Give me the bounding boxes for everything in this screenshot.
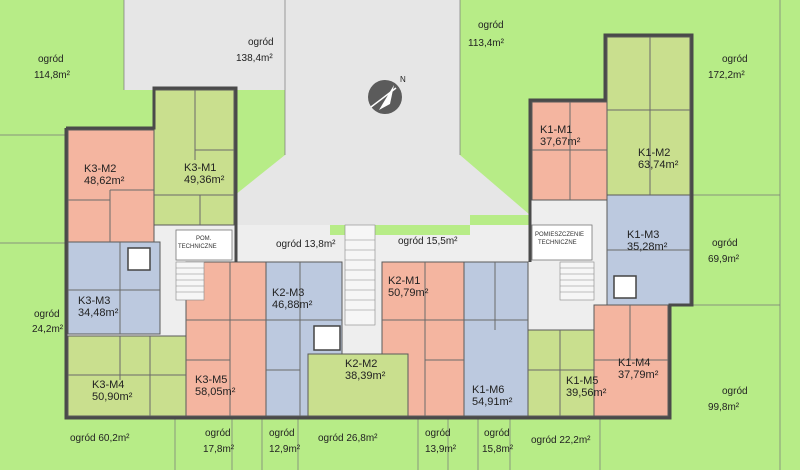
apartment-name-k1-m3: K1-M3 (627, 229, 659, 241)
apartment-name-k2-m2: K2-M2 (345, 358, 377, 370)
garden-label-g1: ogród (38, 54, 64, 65)
apartment-name-k3-m5: K3-M5 (195, 374, 227, 386)
apartment-area-k2-m3: 46,88m² (272, 299, 313, 311)
stairs-k2 (344, 224, 376, 326)
compass-north-label: N (400, 75, 406, 84)
garden-area-g2: 138,4m² (236, 53, 273, 64)
technical-room-k1 (531, 224, 593, 261)
apartment-k3-m2[interactable] (67, 129, 155, 243)
technical-room-label1-t2: POMIESZCZENIE (535, 232, 584, 238)
garden-bottom-area-gb3: 13,9m² (425, 444, 457, 455)
apartment-area-k3-m2: 48,62m² (84, 175, 125, 187)
apartment-name-k3-m1: K3-M1 (184, 162, 216, 174)
apartment-k3-m1[interactable] (153, 89, 235, 226)
elevators (127, 247, 637, 351)
garden-inline-gi3: ogród 60,2m² (70, 433, 130, 444)
building (64, 33, 694, 420)
garden-bottom-label-gb1: ogród (205, 428, 231, 439)
technical-room-label1-t1: POM. (196, 236, 212, 242)
apartment-k1-m6[interactable] (463, 261, 529, 417)
garden-bottom-label-gb2: ogród (269, 428, 295, 439)
garden-label-g4: ogród (722, 54, 748, 65)
garden-inline-gi4: ogród 26,8m² (318, 433, 378, 444)
garden-dividers (0, 0, 781, 470)
courtyard (124, 0, 530, 225)
garden-bottom-area-gb2: 12,9m² (269, 444, 301, 455)
garden-label-g5: ogród (712, 238, 738, 249)
apartment-name-k1-m6: K1-M6 (472, 384, 504, 396)
garden-bottom-label-gb4: ogród (484, 428, 510, 439)
apartment-name-k1-m1: K1-M1 (540, 124, 572, 136)
garden-area-g7: 99,8m² (708, 402, 740, 413)
apartment-name-k3-m4: K3-M4 (92, 379, 124, 391)
garden-bottom-label-gb3: ogród (425, 428, 451, 439)
garden-area-g4: 172,2m² (708, 70, 745, 81)
apartment-area-k1-m5: 39,56m² (566, 387, 607, 399)
technical-room-label2-t1: TECHNICZNE (178, 244, 217, 250)
garden-label-g3: ogród (478, 20, 504, 31)
garden-area-g5: 69,9m² (708, 254, 740, 265)
apartment-area-k1-m1: 37,67m² (540, 136, 581, 148)
apartment-area-k2-m1: 50,79m² (388, 287, 429, 299)
apartment-name-k1-m4: K1-M4 (618, 357, 650, 369)
technical-room-k3 (175, 229, 233, 261)
apartment-name-k2-m1: K2-M1 (388, 275, 420, 287)
partitions (68, 37, 690, 416)
stairs-k1 (559, 261, 595, 301)
garden-label-g6: ogród (34, 309, 60, 320)
apartment-k3-m4[interactable] (67, 335, 187, 417)
apartment-name-k1-m2: K1-M2 (638, 147, 670, 159)
apartment-name-k3-m2: K3-M2 (84, 163, 116, 175)
apartment-area-k3-m5: 58,05m² (195, 386, 236, 398)
apartment-k1-m2[interactable] (606, 36, 691, 196)
garden-inline-gi5: ogród 22,2m² (531, 435, 591, 446)
apartment-area-k2-m2: 38,39m² (345, 370, 386, 382)
garden-label-g2: ogród (248, 37, 274, 48)
garden-area-g3: 113,4m² (468, 38, 505, 49)
apartment-k2-m2[interactable] (307, 353, 409, 417)
apartment-name-k1-m5: K1-M5 (566, 375, 598, 387)
garden-inline-gi1: ogród 13,8m² (276, 239, 336, 250)
apartment-area-k1-m6: 54,91m² (472, 396, 513, 408)
compass-icon: N (368, 75, 406, 114)
apartment-area-k1-m4: 37,79m² (618, 369, 659, 381)
apartment-area-k3-m4: 50,90m² (92, 391, 133, 403)
outer-walls (64, 33, 694, 420)
technical-labels: POM. TECHNICZNE POMIESZCZENIE TECHNICZNE (178, 232, 584, 250)
technical-room-label2-t2: TECHNICZNE (538, 240, 577, 246)
apartment-area-k1-m3: 35,28m² (627, 241, 668, 253)
apartment-area-k3-m1: 49,36m² (184, 174, 225, 186)
garden-area-g1: 114,8m² (34, 70, 71, 81)
apartment-area-k3-m3: 34,48m² (78, 307, 119, 319)
apartment-area-k1-m2: 63,74m² (638, 159, 679, 171)
garden-bottom-area-gb4: 15,8m² (482, 444, 514, 455)
garden-area-g6: 24,2m² (32, 324, 64, 335)
apartment-k1-m5[interactable] (527, 329, 595, 417)
garden-label-g7: ogród (722, 386, 748, 397)
stairs-k3 (175, 261, 205, 301)
garden-bottom-area-gb1: 17,8m² (203, 444, 235, 455)
garden-inline-gi2: ogród 15,5m² (398, 236, 458, 247)
garden-labels: ogród 114,8m² ogród 138,4m² ogród 113,4m² ogró… (32, 20, 748, 455)
apartment-name-k2-m3: K2-M3 (272, 287, 304, 299)
apartment-name-k3-m3: K3-M3 (78, 295, 110, 307)
